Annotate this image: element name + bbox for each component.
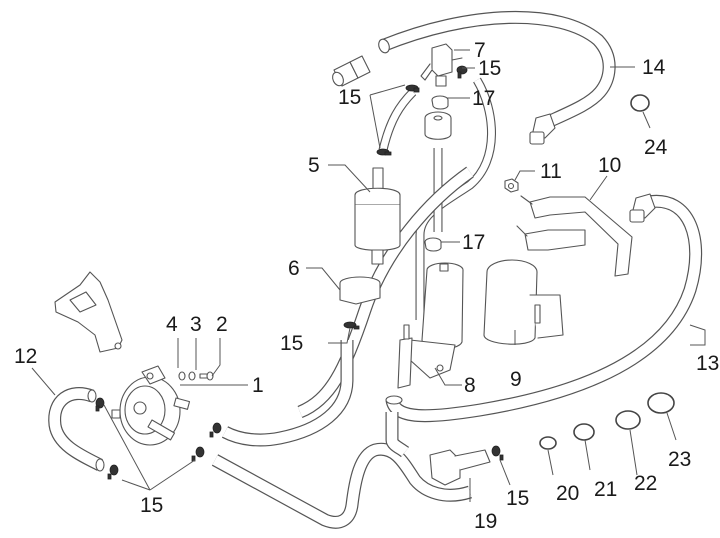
leader-24 [642, 111, 651, 129]
callout-15c: 15 [280, 332, 303, 355]
leader-12 [31, 367, 56, 396]
callout-11: 11 [540, 160, 562, 183]
hose-filter-outlet [221, 340, 354, 447]
callouts: 1 2 3 4 5 6 7 8 9 10 11 12 13 14 15 15 1… [14, 39, 719, 533]
leader-20 [547, 449, 554, 476]
callout-17a: 17 [472, 87, 495, 110]
ring-24 [630, 94, 650, 112]
leader-8 [434, 367, 462, 386]
callout-10: 10 [598, 154, 621, 177]
callout-4: 4 [166, 313, 178, 336]
hose-clip [191, 446, 205, 462]
leader-15b-2 [369, 94, 381, 149]
callout-15d: 15 [140, 494, 163, 517]
callout-22: 22 [634, 472, 657, 495]
callout-2: 2 [216, 313, 228, 336]
callout-24: 24 [644, 136, 668, 159]
mounting-bracket [54, 271, 123, 353]
callout-15e: 15 [506, 487, 529, 510]
leader-11 [514, 170, 535, 181]
leader-15d-3 [149, 459, 196, 491]
hose-clip [209, 422, 222, 438]
grommet [424, 111, 452, 140]
part-9-sleeve [483, 259, 564, 345]
leader-23 [666, 412, 677, 441]
leader-22 [629, 429, 638, 476]
hose-13 [385, 193, 703, 423]
ring-23 [647, 392, 675, 414]
hose-12 [48, 387, 105, 472]
callout-7: 7 [474, 39, 486, 62]
callout-17b: 17 [462, 231, 485, 254]
hose-14 [378, 11, 616, 145]
leader-15d-2 [121, 479, 151, 491]
part-1-fuel-pump [111, 365, 191, 446]
callout-23: 23 [668, 448, 691, 471]
callout-20: 20 [556, 482, 579, 505]
hose-clips-15 [95, 65, 504, 480]
callout-3: 3 [190, 313, 202, 336]
ring-21 [573, 423, 595, 441]
leader-15e [499, 459, 511, 486]
leader-15c [328, 327, 351, 344]
ring-22 [615, 410, 641, 430]
callout-14: 14 [642, 56, 666, 79]
leader-10 [589, 175, 608, 201]
hose-bottom [211, 412, 472, 529]
leader-15d-1 [103, 404, 151, 491]
parts-2-3-4 [178, 371, 214, 381]
callout-21: 21 [594, 478, 617, 501]
part-5-fuel-filter [354, 167, 401, 265]
leader-15b-1 [369, 84, 406, 96]
callout-8: 8 [464, 374, 476, 397]
hose-clip [491, 445, 504, 461]
hose-filter-inlet [378, 88, 417, 152]
leader-2 [211, 338, 221, 377]
leader-5 [328, 164, 371, 193]
part-6-clamp [339, 276, 381, 305]
part-10-bracket [516, 195, 633, 277]
callout-19: 19 [474, 510, 497, 533]
hose-clip [343, 321, 360, 330]
hose-clip [405, 84, 420, 93]
leader-6 [306, 267, 341, 291]
hose-clip [95, 397, 105, 412]
callout-12: 12 [14, 345, 37, 368]
hose-clip [376, 148, 392, 156]
rings [539, 94, 675, 450]
callout-9: 9 [510, 368, 522, 391]
part-19-holder [429, 449, 491, 486]
leader-21 [584, 439, 591, 471]
callout-13: 13 [696, 352, 719, 375]
callout-1: 1 [252, 374, 264, 397]
leader-13 [689, 324, 706, 346]
part-8-fuel-pump [397, 262, 464, 389]
part-11-nut [504, 178, 519, 193]
callout-15a: 15 [478, 57, 501, 80]
pipe-fitting [332, 55, 371, 87]
part-7-valve [420, 43, 463, 87]
hose-clip [107, 464, 119, 480]
hose-return [297, 166, 474, 419]
callout-5: 5 [308, 154, 320, 177]
callout-6: 6 [288, 257, 300, 280]
leader-lines [31, 49, 706, 502]
ring-20 [539, 436, 557, 450]
callout-15b: 15 [338, 86, 361, 109]
